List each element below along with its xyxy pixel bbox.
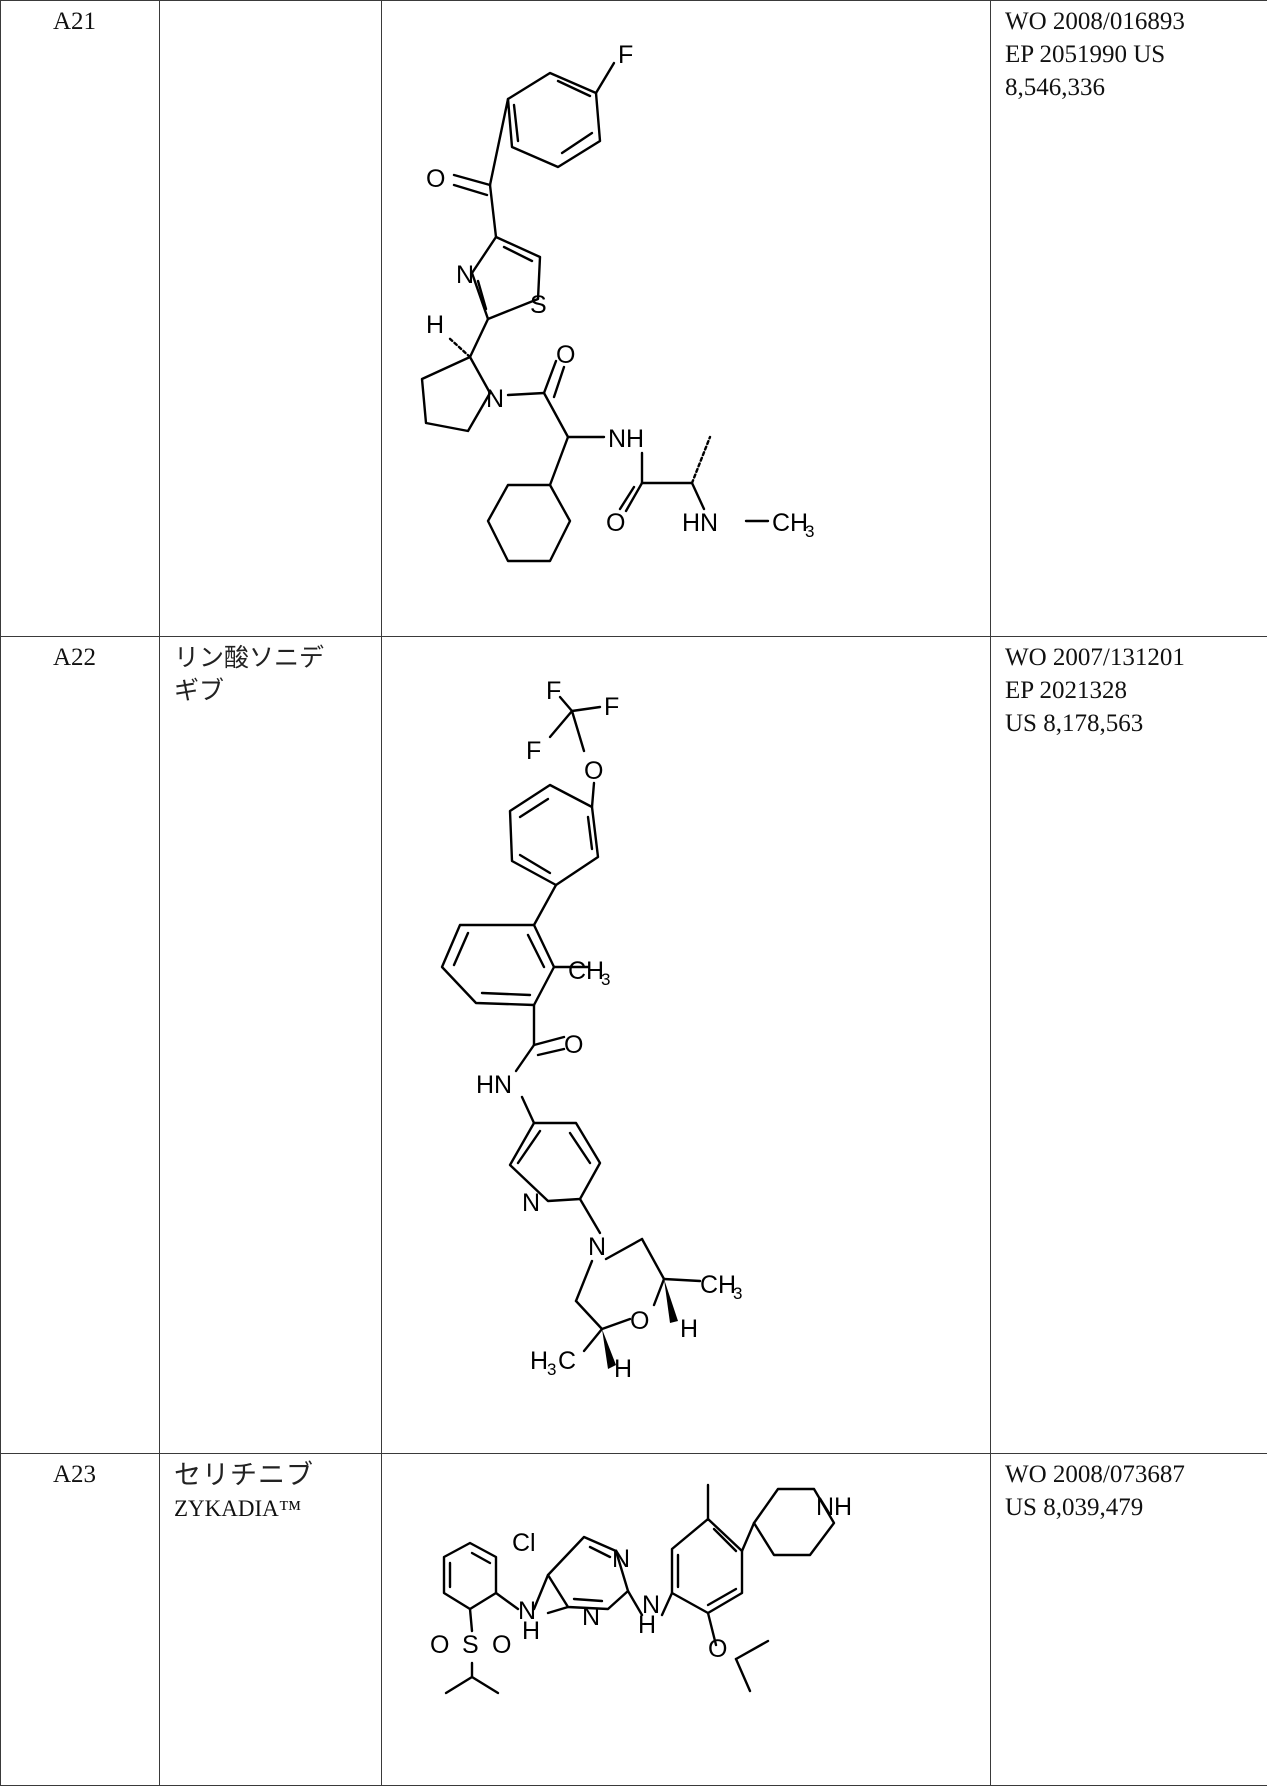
compound-name-jp: リン酸ソニデ	[174, 641, 373, 674]
compound-id: A21	[1, 1, 159, 38]
atom-label: O	[492, 1631, 511, 1659]
atom-label: 3	[547, 1360, 556, 1379]
atom-label: S	[530, 291, 547, 319]
patent-reference: US 8,178,563	[1005, 707, 1264, 740]
atom-label: N	[612, 1545, 630, 1573]
compound-name-jp: ギブ	[174, 674, 373, 707]
atom-label: H	[530, 1347, 548, 1375]
compound-id-cell: A23	[1, 1454, 160, 1786]
atom-label: N	[582, 1603, 600, 1631]
atom-label: CH	[700, 1271, 736, 1299]
atom-label: O	[708, 1635, 727, 1663]
patent-reference: 8,546,336	[1005, 71, 1264, 104]
patent-reference: US 8,039,479	[1005, 1491, 1264, 1524]
atom-label: N	[522, 1189, 540, 1217]
atom-label: O	[430, 1631, 449, 1659]
atom-label: N	[486, 385, 504, 413]
atom-label: F	[546, 677, 561, 705]
compound-trade-name: ZYKADIA™	[174, 1494, 373, 1524]
atom-label: C	[558, 1347, 576, 1375]
atom-label: N	[588, 1233, 606, 1261]
atom-label: F	[526, 737, 541, 765]
atom-label: NH	[608, 425, 644, 453]
compound-name-jp: セリチニブ	[174, 1458, 373, 1494]
atom-label: H	[680, 1315, 698, 1343]
patent-reference: EP 2051990 US	[1005, 38, 1264, 71]
structure-cell: NH Cl N N H N H N O S O O	[382, 1454, 991, 1786]
atom-label: CH	[772, 509, 808, 537]
table-row: A21	[1, 1, 1267, 637]
structure-a23-drawing: NH Cl N N H N H N O S O O	[382, 1454, 988, 1784]
compound-id-cell: A21	[1, 1, 160, 637]
atom-label: HN	[476, 1071, 512, 1099]
atom-label: O	[584, 757, 603, 785]
patent-reference: WO 2008/073687	[1005, 1458, 1264, 1491]
patent-reference: WO 2008/016893	[1005, 5, 1264, 38]
atom-label: O	[556, 341, 575, 369]
patent-reference: WO 2007/131201	[1005, 641, 1264, 674]
atom-label: H	[426, 311, 444, 339]
atom-label: HN	[682, 509, 718, 537]
compound-id: A22	[1, 637, 159, 674]
structure-cell: F O N S H N O NH O HN CH 3	[382, 1, 991, 637]
compound-name-cell: リン酸ソニデ ギブ	[160, 637, 382, 1454]
atom-label: F	[604, 693, 619, 721]
table-row: A23 セリチニブ ZYKADIA™	[1, 1454, 1267, 1786]
atom-label: 3	[733, 1284, 742, 1303]
structure-a22-drawing: F F F O CH 3 O HN N N O CH 3 H H	[382, 637, 988, 1452]
atom-label: O	[606, 509, 625, 537]
structure-cell: F F F O CH 3 O HN N N O CH 3 H H	[382, 637, 991, 1454]
compound-id: A23	[1, 1454, 159, 1491]
reference-cell: WO 2008/073687 US 8,039,479	[991, 1454, 1267, 1786]
reference-cell: WO 2007/131201 EP 2021328 US 8,178,563	[991, 637, 1267, 1454]
atom-label: N	[642, 1591, 660, 1619]
atom-label: H	[614, 1355, 632, 1383]
compound-name-cell	[160, 1, 382, 637]
atom-label: S	[462, 1631, 479, 1659]
atom-label: O	[564, 1031, 583, 1059]
reference-cell: WO 2008/016893 EP 2051990 US 8,546,336	[991, 1, 1267, 637]
atom-label: O	[426, 165, 445, 193]
atom-label: NH	[816, 1493, 852, 1521]
atom-label: 3	[805, 522, 814, 541]
patent-reference: EP 2021328	[1005, 674, 1264, 707]
atom-label: N	[518, 1597, 536, 1625]
atom-label: N	[456, 261, 474, 289]
atom-label: F	[618, 41, 633, 69]
atom-label: CH	[568, 957, 604, 985]
structure-a21-drawing: F O N S H N O NH O HN CH 3	[382, 1, 988, 635]
compound-name-cell: セリチニブ ZYKADIA™	[160, 1454, 382, 1786]
atom-label: 3	[601, 970, 610, 989]
atom-label: Cl	[512, 1529, 536, 1557]
table-row: A22 リン酸ソニデ ギブ	[1, 637, 1267, 1454]
atom-label: O	[630, 1307, 649, 1335]
compound-id-cell: A22	[1, 637, 160, 1454]
